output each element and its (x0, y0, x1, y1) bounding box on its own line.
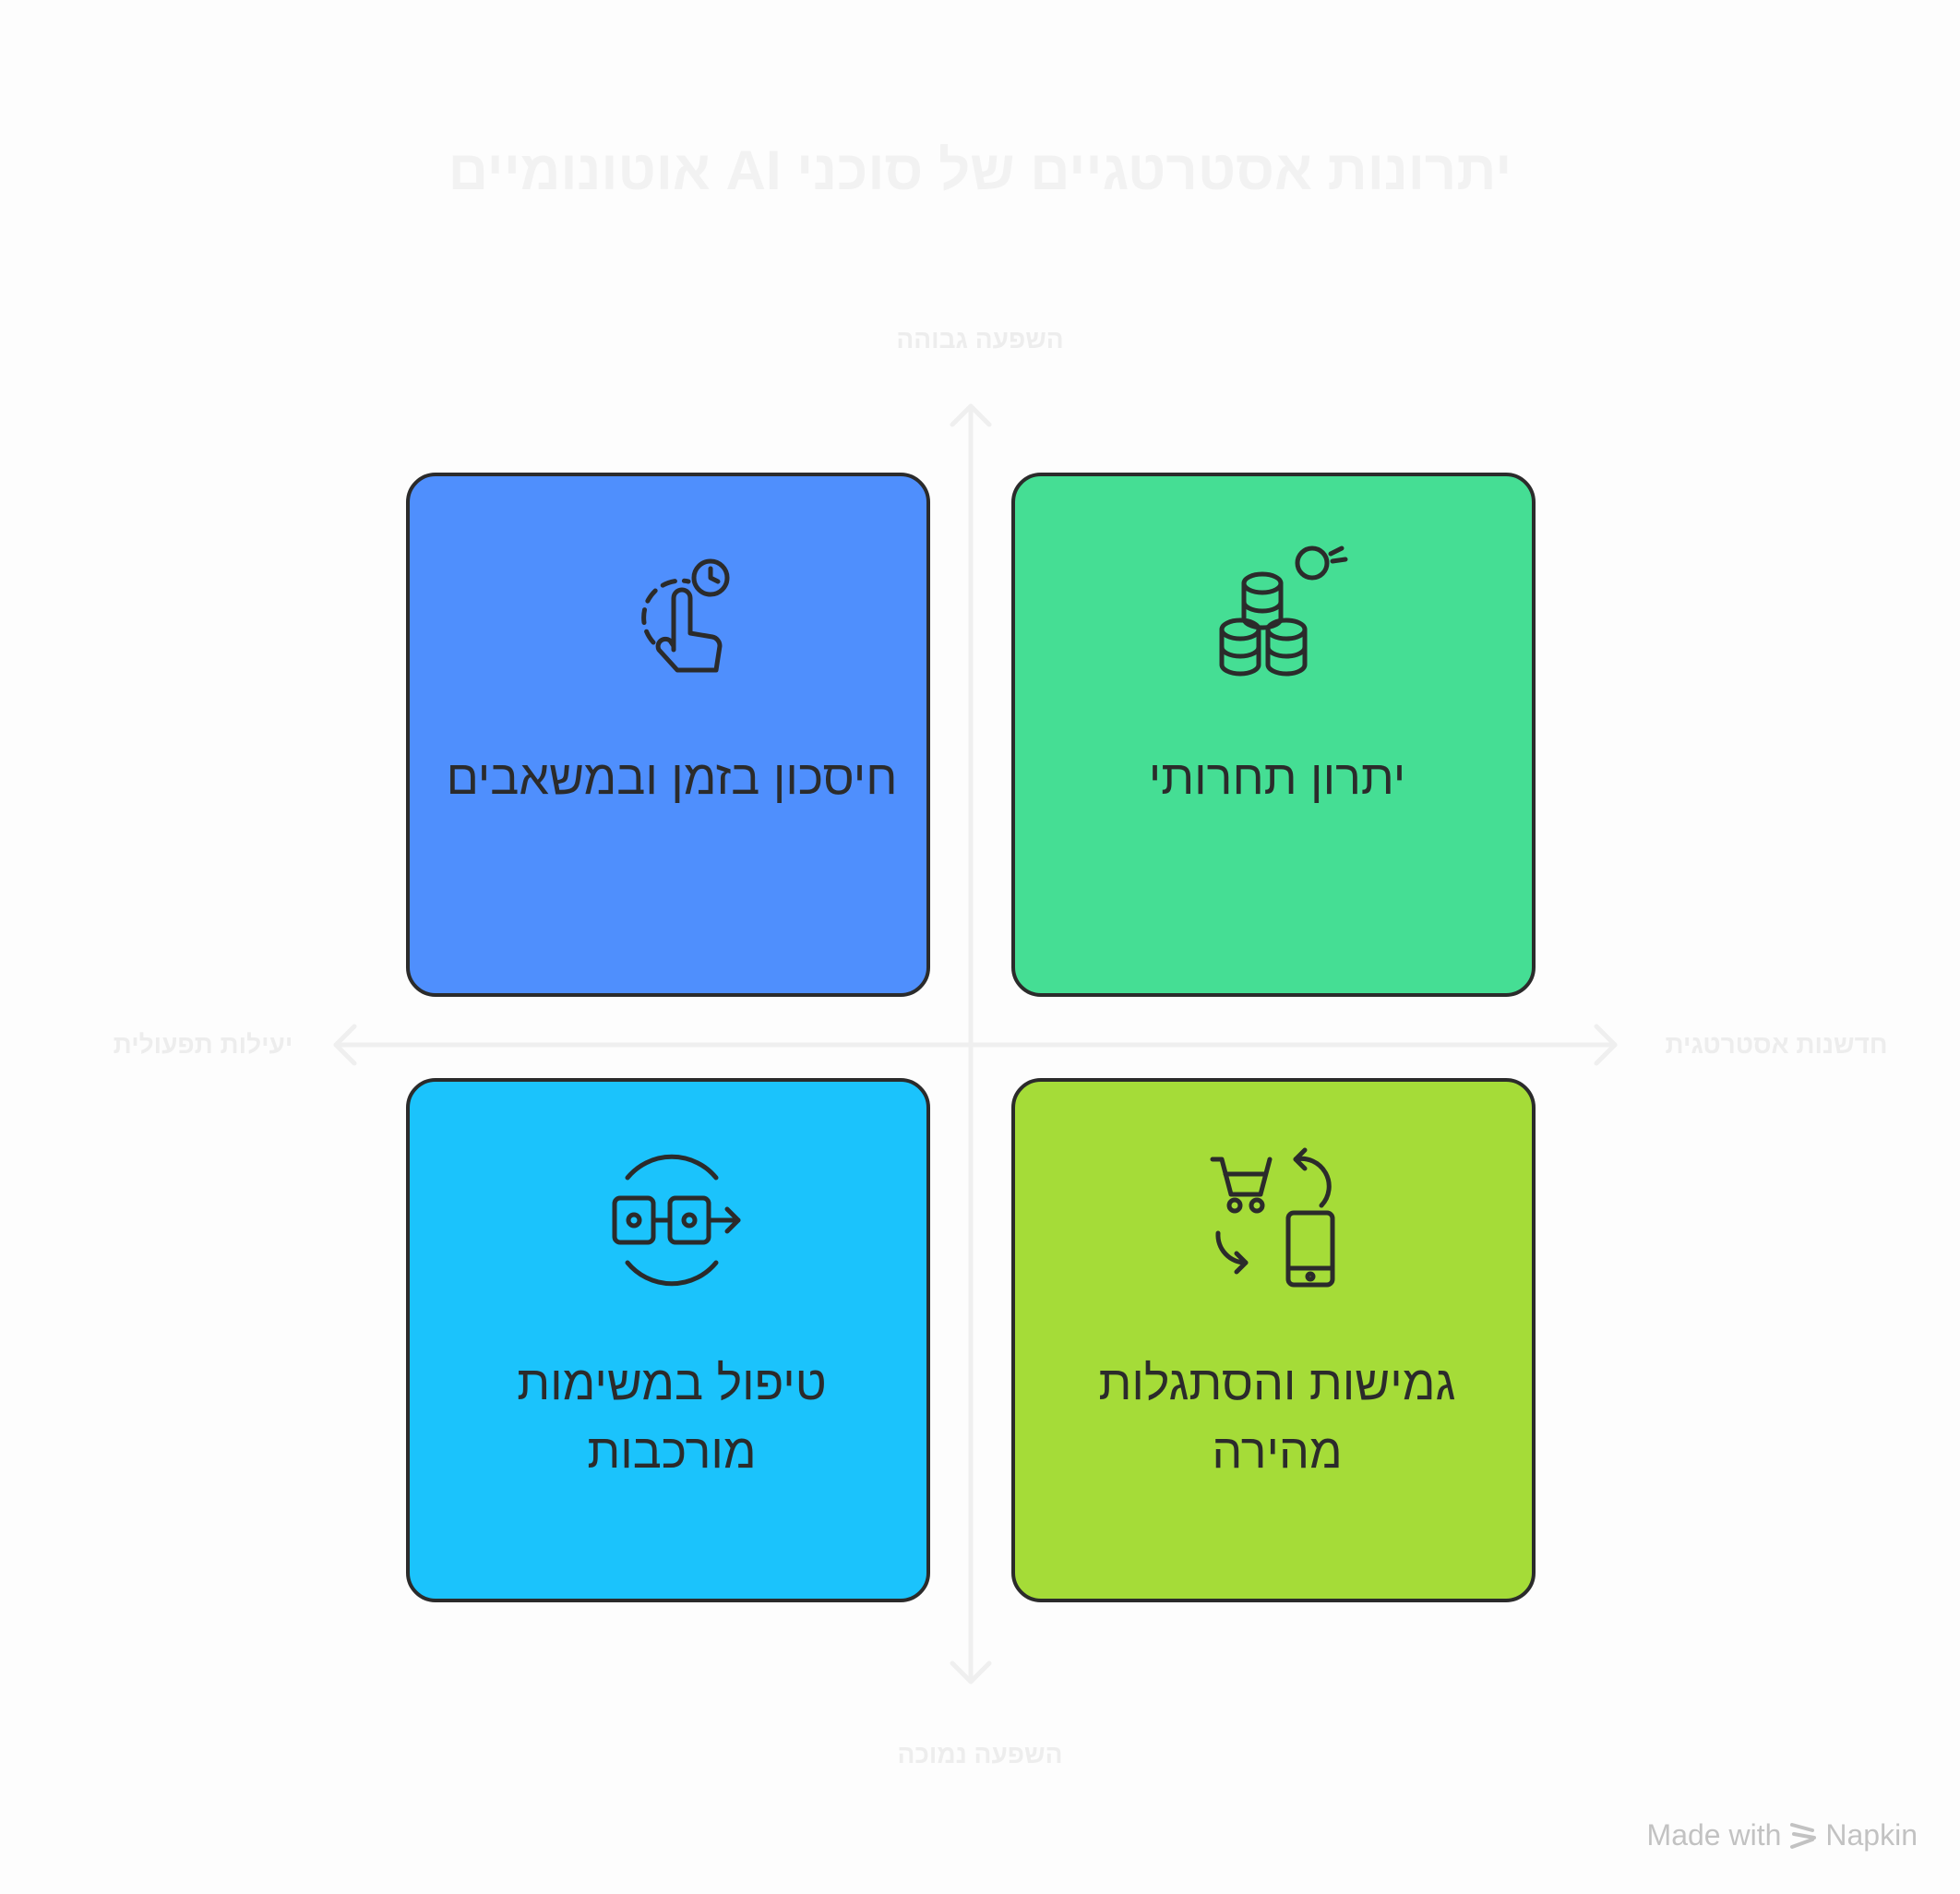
quadrant-card-competitive-advantage: יתרון תחרותי (1011, 473, 1536, 997)
axis-arrow-left (333, 1024, 357, 1066)
quadrant-card-flexibility: גמישות והסתגלות מהירה (1011, 1078, 1536, 1602)
quadrant-label: טיפול במשימות מורכבות (517, 1357, 827, 1479)
quadrant-card-complex-tasks: טיפול במשימות מורכבות (406, 1078, 930, 1602)
axis-label-strategic-innovation: חדשנות אסטרטגית (1665, 1030, 1888, 1059)
coins-stack-icon (1219, 545, 1348, 677)
napkin-logo-icon (1790, 1822, 1817, 1849)
made-with-text: Made with (1646, 1818, 1782, 1852)
axis-label-low-impact: השפעה נמוכה (897, 1740, 1063, 1768)
quadrant-card-time-savings: חיסכון בזמן ובמשאבים (406, 473, 930, 997)
quadrant-label: גמישות והסתגלות מהירה (1098, 1357, 1456, 1479)
process-cycle-icon (612, 1154, 741, 1287)
axis-label-operational-efficiency: יעילות תפעולית (113, 1030, 293, 1059)
axis-arrow-right (1594, 1024, 1618, 1066)
hand-clock-icon (641, 558, 730, 673)
axis-arrow-down (950, 1660, 992, 1684)
made-with-napkin-badge[interactable]: Made with Napkin (1647, 1818, 1918, 1852)
axis-label-high-impact: השפעה גבוהה (896, 325, 1064, 354)
axis-arrow-up (950, 403, 992, 427)
napkin-brand-text: Napkin (1825, 1818, 1918, 1852)
quadrant-label: חיסכון בזמן ובמשאבים (446, 751, 898, 805)
diagram-title: יתרונות אסטרטגיים של סוכני AI אוטונומיים (448, 139, 1512, 201)
cart-phone-exchange-icon (1210, 1147, 1335, 1288)
quadrant-label: יתרון תחרותי (1148, 751, 1406, 805)
